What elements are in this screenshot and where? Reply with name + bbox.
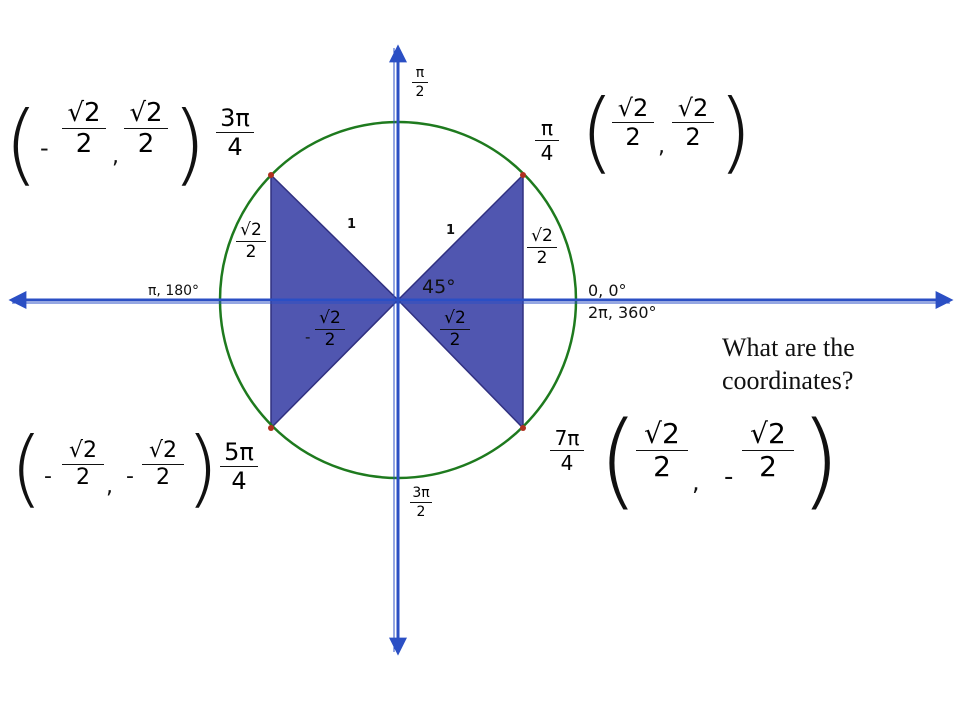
axis-label-pi: π, 180°	[148, 283, 200, 299]
comma: ,	[658, 134, 665, 159]
side-label-q3-minus: -	[305, 328, 311, 346]
y-sign: -	[724, 462, 734, 492]
triangle-q2	[270, 173, 400, 301]
open-paren: (	[4, 92, 39, 195]
open-paren: (	[598, 399, 639, 521]
point-q4	[520, 425, 526, 431]
triangle-q1	[396, 173, 524, 301]
point-q1	[520, 172, 526, 178]
close-paren: )	[718, 80, 753, 183]
point-q3	[268, 425, 274, 431]
axis-label-2pi: 2π, 360°	[588, 303, 657, 322]
x-sign: -	[40, 134, 49, 162]
hypotenuse-label-left: 1	[347, 217, 357, 232]
comma: ,	[692, 468, 700, 496]
x-sign: -	[44, 464, 52, 489]
comma: ,	[106, 474, 113, 499]
close-paren: )	[186, 419, 219, 517]
question-text: What are the coordinates?	[722, 333, 855, 395]
axis-label-0: 0, 0°	[588, 281, 627, 300]
close-paren: )	[800, 399, 841, 521]
y-sign: -	[126, 464, 134, 489]
comma: ,	[112, 144, 119, 169]
angle-45-label: 45°	[422, 276, 456, 298]
hypotenuse-label-right: 1	[446, 223, 456, 238]
open-paren: (	[10, 419, 43, 517]
point-q2	[268, 172, 274, 178]
open-paren: (	[580, 80, 615, 183]
close-paren: )	[172, 92, 207, 195]
